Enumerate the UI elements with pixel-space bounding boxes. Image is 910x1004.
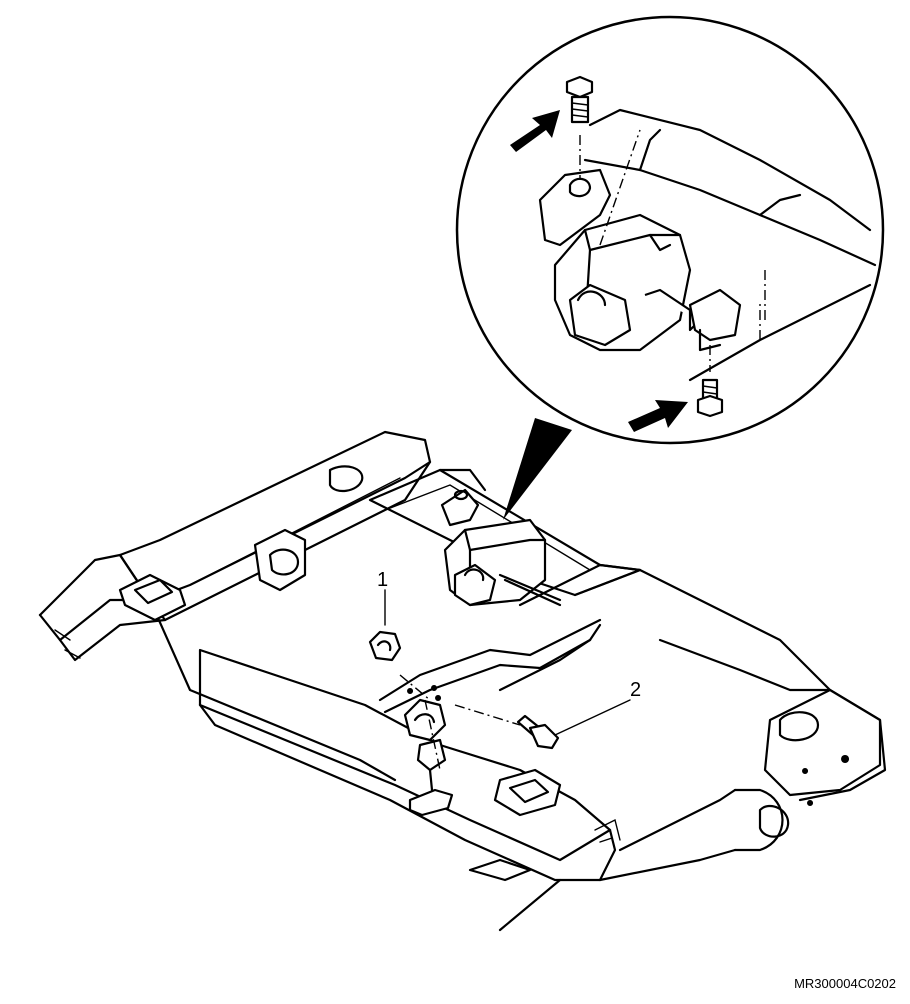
detail-pointer bbox=[503, 418, 572, 520]
arrow-icon bbox=[510, 110, 560, 152]
bolt-icon bbox=[516, 699, 631, 750]
detail-view bbox=[455, 15, 885, 445]
callout-label-1: 1 bbox=[377, 569, 389, 591]
nut-icon bbox=[368, 589, 402, 662]
bracket-assembly bbox=[378, 618, 602, 817]
reference-code: MR300004C0202 bbox=[794, 976, 896, 991]
arrow-icon bbox=[628, 400, 688, 432]
callout-label-2: 2 bbox=[630, 679, 642, 701]
mount-icon bbox=[440, 488, 642, 607]
